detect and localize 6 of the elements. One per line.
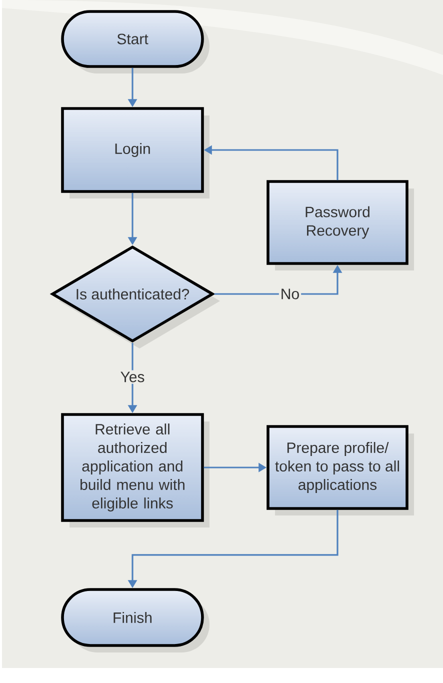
process-box: Retrieve all authorized application and build menu with eligible links: [61, 413, 210, 528]
terminal-oval: Start: [61, 10, 210, 74]
terminal-oval: Finish: [61, 588, 210, 652]
process-box: Login: [61, 107, 210, 198]
process-box: Password Recovery: [266, 180, 414, 270]
process-box: Prepare profile/ token to pass to all applications: [266, 425, 414, 516]
